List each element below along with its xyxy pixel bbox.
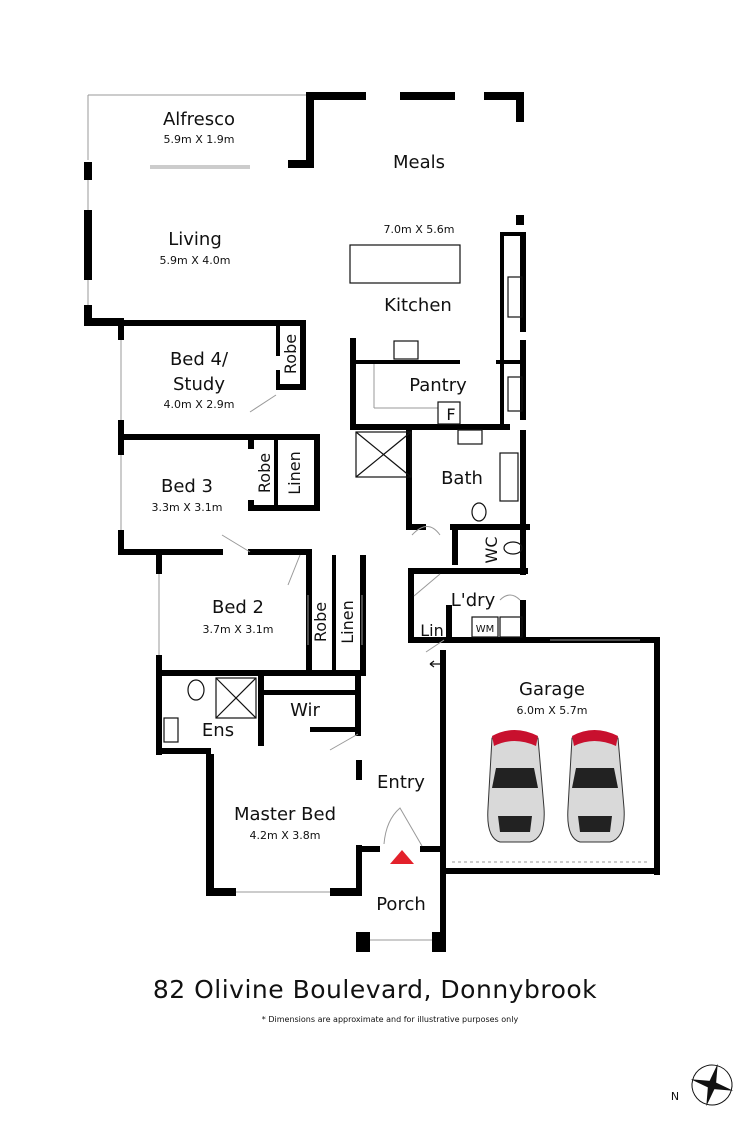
bed2-linen-label: Linen <box>338 600 357 643</box>
fixtures <box>163 244 523 743</box>
kitchen-meals-dims: 7.0m X 5.6m <box>384 223 455 236</box>
fridge-label: F <box>446 405 455 424</box>
kitchen-label: Kitchen <box>384 295 452 316</box>
walls <box>84 92 660 952</box>
bath-label: Bath <box>441 468 483 489</box>
door-swings <box>221 394 521 847</box>
bed3-label: Bed 3 <box>161 476 213 497</box>
bed4-label-line2: Study <box>173 374 225 395</box>
alfresco-label: Alfresco <box>163 109 235 130</box>
master-bed-label: Master Bed <box>234 804 336 825</box>
living-label: Living <box>168 229 222 250</box>
car-left <box>487 730 545 843</box>
property-address: 82 Olivine Boulevard, Donnybrook <box>152 975 598 1004</box>
bed4-label-line1: Bed 4/ <box>170 349 229 370</box>
garage-dims: 6.0m X 5.7m <box>517 704 588 717</box>
compass-north-label: N <box>671 1090 679 1103</box>
room-labels: Alfresco 5.9m X 1.9m Meals 7.0m X 5.6m L… <box>152 109 588 915</box>
ensuite-label: Ens <box>202 720 234 741</box>
living-dims: 5.9m X 4.0m <box>160 254 231 267</box>
bed2-robe-label: Robe <box>311 602 330 642</box>
bed3-linen-label: Linen <box>285 451 304 494</box>
entry-label: Entry <box>377 772 425 793</box>
bed3-robe-label: Robe <box>255 453 274 493</box>
bed4-robe-label: Robe <box>281 334 300 374</box>
wir-label: Wir <box>290 700 320 721</box>
compass-icon <box>690 1063 734 1107</box>
master-bed-dims: 4.2m X 3.8m <box>250 829 321 842</box>
bed2-dims: 3.7m X 3.1m <box>203 623 274 636</box>
pantry-label: Pantry <box>409 375 467 396</box>
linen-cupboard-label: Lin <box>420 621 444 640</box>
bed2-label: Bed 2 <box>212 597 264 618</box>
meals-label: Meals <box>393 152 445 173</box>
entry-marker-icon <box>390 850 414 864</box>
bed3-dims: 3.3m X 3.1m <box>152 501 223 514</box>
alfresco-dims: 5.9m X 1.9m <box>164 133 235 146</box>
garage-label: Garage <box>519 679 585 700</box>
porch-label: Porch <box>376 894 426 915</box>
washing-machine-label: WM <box>476 624 495 635</box>
bed4-dims: 4.0m X 2.9m <box>164 398 235 411</box>
laundry-label: L'dry <box>451 590 496 611</box>
wc-label: WC <box>482 537 501 564</box>
car-right <box>567 730 625 843</box>
dimensions-disclaimer: * Dimensions are approximate and for ill… <box>261 1015 519 1024</box>
